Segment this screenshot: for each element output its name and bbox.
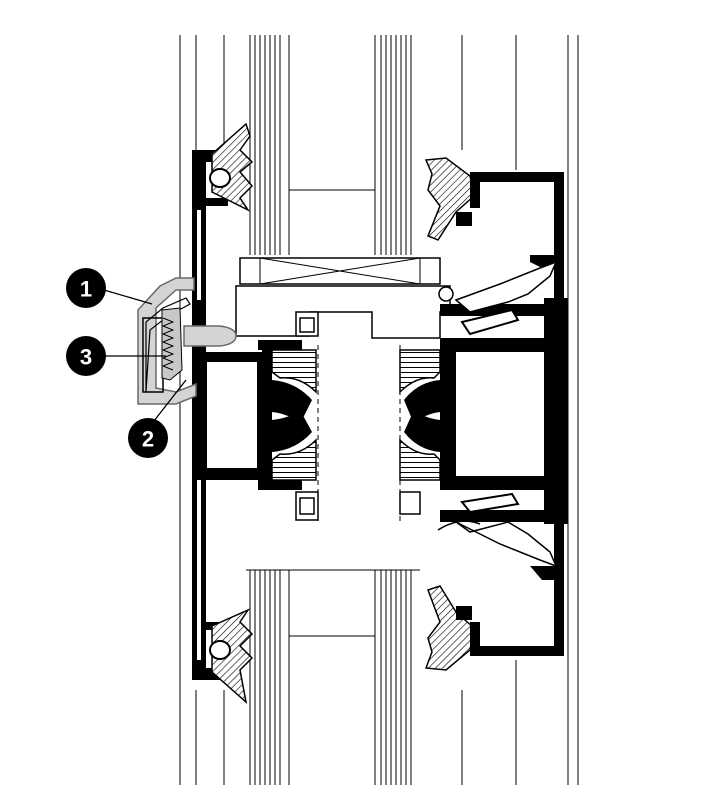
cover-cap-inner-line: [145, 297, 191, 393]
central-pressure-plate: [235, 285, 451, 339]
gasket-right-top: [424, 157, 475, 241]
keeper-bottom: [295, 491, 421, 521]
insulating-gasket-right-lower: [399, 410, 441, 481]
callout-2-number: 2: [142, 427, 154, 452]
callout-1-circle: [66, 268, 106, 308]
gasket-right-bottom: [424, 585, 475, 671]
callout-3-circle: [66, 336, 106, 376]
gasket-left-top: [209, 122, 254, 212]
insulating-gasket-left-lower: [271, 410, 317, 481]
insulating-gasket-right-upper: [399, 349, 441, 424]
right-frame-box: [440, 298, 568, 524]
right-sash-top: [456, 172, 564, 298]
insulating-gasket-left-upper: [271, 349, 317, 424]
right-sash-bottom: [456, 520, 564, 656]
cover-cap-gasket-teeth: [161, 317, 175, 371]
cover-cap-profile: [137, 277, 197, 405]
setting-block: [239, 257, 441, 285]
connector-tongue: [183, 325, 237, 347]
weather-seal-bottom: [437, 492, 558, 568]
weather-seal-top: [454, 260, 558, 336]
vertical-guide-lines: [179, 35, 579, 785]
callout-1-number: 1: [80, 277, 92, 302]
callout-leader-lines: [103, 289, 187, 427]
glass-pane-bottom-left: [246, 569, 420, 785]
seal-bead-top: [438, 286, 454, 302]
glass-pane-top-right: [380, 35, 412, 255]
transom-box-profile: [196, 340, 302, 490]
glass-pane-bottom-right: [380, 570, 412, 785]
callout-2: 2: [128, 418, 168, 458]
gasket-left-bottom: [209, 608, 254, 705]
keeper-top: [295, 311, 319, 337]
glass-pane-top-left: [249, 35, 281, 255]
callout-2-circle: [128, 418, 168, 458]
callout-3: 3: [66, 336, 106, 376]
cover-cap-gasket: [161, 307, 183, 381]
callout-1: 1: [66, 268, 106, 308]
callout-3-number: 3: [80, 345, 92, 370]
